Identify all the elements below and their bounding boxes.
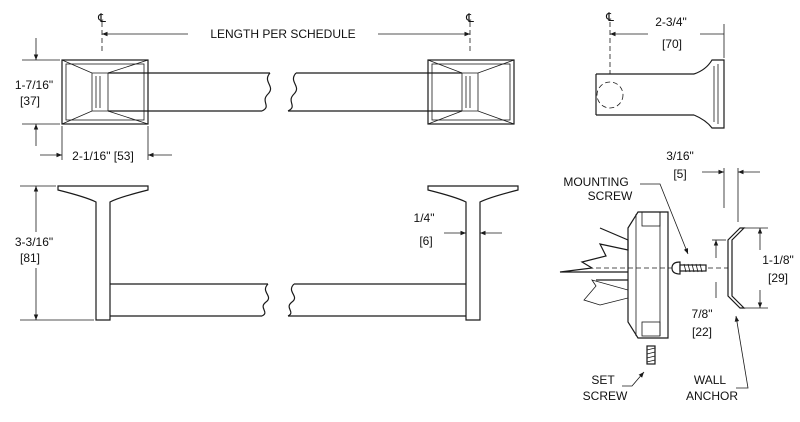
bar-front [110,283,466,317]
mounting-screw [671,261,707,275]
set-screw-label-2: SCREW [583,389,628,403]
side-profile [595,59,725,129]
projection-in: 2-3/4" [655,15,687,29]
anchor-thk-mm: [5] [673,167,686,181]
flange-section [627,211,669,339]
height-top-mm: [37] [20,94,40,108]
wall-anchor-label-1: WALL [694,373,727,387]
right-flange-top [427,59,515,125]
set-screw [646,345,656,365]
height-side-in: 3-3/16" [15,235,53,249]
mounting-screw-label-1: MOUNTING [563,175,628,189]
wall-anchor-label-2: ANCHOR [686,389,738,403]
base-width-label: 2-1/16" [53] [72,149,134,163]
post-dia-mm: [6] [419,234,432,248]
mounting-screw-label-2: SCREW [588,189,633,203]
left-centerline-symbol: ℄ [97,11,106,25]
anchor-thk-in: 3/16" [666,149,694,163]
projection-mm: [70] [662,37,682,51]
offset-mm: [22] [692,325,712,339]
top-view: ℄ ℄ LENGTH PER SCHEDULE 1-7/16" [37] 2-1… [15,11,515,163]
offset-in: 7/8" [692,307,713,321]
height-side-mm: [81] [20,251,40,265]
post-dia-in: 1/4" [414,211,435,225]
left-flange-top [61,59,149,125]
anchor-h-mm: [29] [768,271,788,285]
right-post-front [427,185,519,321]
side-view: ℄ 2-3/4" [70] [595,10,725,129]
left-post-front [57,185,149,321]
front-view: 3-3/16" [81] 1/4" [6] [15,185,519,321]
side-centerline-symbol: ℄ [605,10,614,24]
right-centerline-symbol: ℄ [465,11,474,25]
wall-anchor [727,227,746,309]
length-per-schedule-label: LENGTH PER SCHEDULE [210,27,355,41]
set-screw-label-1: SET [591,373,615,387]
mounting-detail: 3/16" [5] 1-1/8" [29] 7/8" [22] MOUNTING… [559,149,794,403]
anchor-h-in: 1-1/8" [762,253,794,267]
height-top-in: 1-7/16" [15,78,53,92]
bar-top [108,72,462,112]
